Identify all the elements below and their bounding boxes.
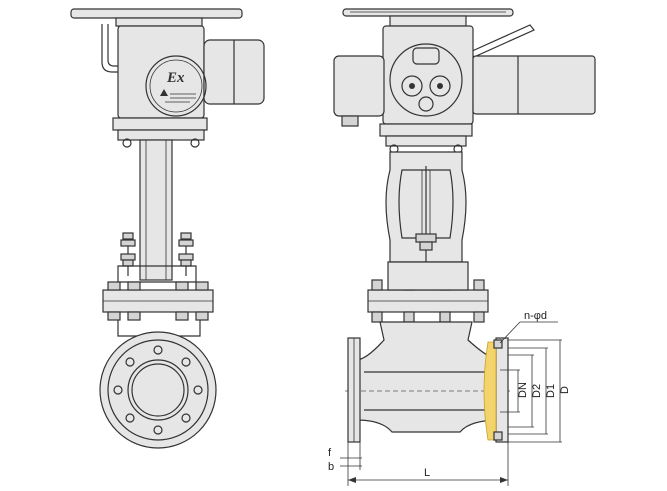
handwheel-hub <box>115 17 203 27</box>
actuator-lever <box>469 24 535 58</box>
flange-bolt-holes <box>113 345 203 435</box>
length-label: L <box>424 467 430 479</box>
knob-bottom-icon <box>418 96 434 112</box>
seat-highlight <box>483 341 497 441</box>
d2-label: D2 <box>531 384 543 398</box>
bolt-holes-label: n-φd <box>524 310 547 322</box>
yoke-bolts-left <box>120 232 136 276</box>
ex-mark: Ex <box>166 70 185 86</box>
actuator-housing <box>117 25 205 119</box>
d1-label: D1 <box>545 384 557 398</box>
explosion-proof-plate <box>145 55 207 117</box>
control-panel <box>389 43 463 117</box>
actuator-base <box>379 123 473 137</box>
handwheel-plate <box>70 8 243 19</box>
yoke-bolts-right <box>178 232 194 276</box>
bonnet-bolts <box>107 281 209 321</box>
handwheel-rim <box>342 8 514 17</box>
motor-left <box>333 55 385 117</box>
motor-right <box>472 55 596 115</box>
actuator-base <box>112 117 208 131</box>
valve-body <box>355 321 501 433</box>
actuator-housing <box>382 25 474 125</box>
raised-face-label: f <box>328 447 332 459</box>
stem-column <box>139 139 173 281</box>
side-lever <box>107 24 118 67</box>
display-window-icon <box>412 47 440 65</box>
flange-bore <box>127 359 189 421</box>
front-view: Ex <box>70 8 265 449</box>
warning-triangle-icon <box>160 89 168 96</box>
d-label: D <box>559 386 571 394</box>
side-view: n-φd DN D2 D1 D L f b <box>328 8 596 486</box>
knob-left-icon <box>401 75 423 97</box>
knob-right-icon <box>429 75 451 97</box>
right-flange <box>495 337 509 443</box>
dn-label: DN <box>517 382 529 398</box>
flange-face <box>99 331 217 449</box>
flange-thickness-label: b <box>328 461 334 473</box>
